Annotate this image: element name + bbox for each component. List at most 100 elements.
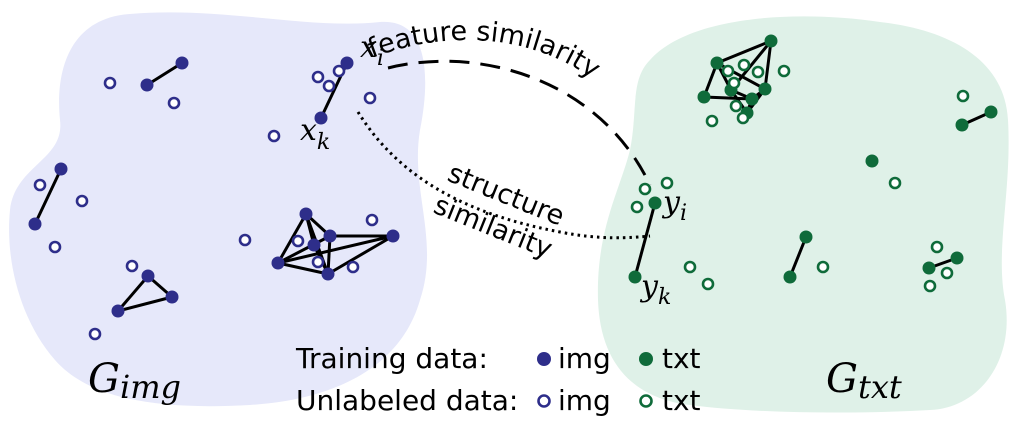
txt-graph-region: [597, 16, 1009, 413]
img-unlabeled-node: [48, 240, 62, 254]
txt-unlabeled-node: [940, 266, 954, 280]
txt-unlabeled-node: [956, 89, 970, 103]
img-unlabeled-node: [125, 259, 139, 273]
txt-unlabeled-node: [721, 64, 735, 78]
img-labeled-node: [321, 267, 335, 281]
img-unlabeled-node: [311, 70, 325, 84]
txt-unlabeled-node: [736, 111, 750, 125]
img-unlabeled-node: [33, 178, 47, 192]
txt-unlabeled-node: [816, 260, 830, 274]
img-labeled-node: [140, 78, 154, 92]
graph-edge: [277, 234, 394, 265]
txt-unlabeled-node: [638, 182, 652, 196]
legend-img-unlabeled-icon: [537, 394, 551, 408]
txt-labeled-node: [783, 270, 797, 284]
txt-unlabeled-node: [930, 240, 944, 254]
txt-graph-label: Gtxt: [826, 356, 902, 406]
graph-edge: [327, 234, 394, 276]
txt-labeled-node: [697, 90, 711, 104]
legend-img-labeled-icon: [537, 352, 551, 366]
txt-labeled-node: [865, 154, 879, 168]
img-unlabeled-node: [103, 76, 117, 90]
legend-txt-labeled-text: txt: [662, 342, 701, 375]
img-labeled-node: [165, 290, 179, 304]
txt-labeled-node: [955, 118, 969, 132]
txt-labeled-node: [764, 34, 778, 48]
legend-txt-unlabeled-icon: [639, 394, 653, 408]
txt-unlabeled-node: [888, 176, 902, 190]
img-unlabeled-node: [311, 255, 325, 269]
img-labeled-node: [54, 162, 68, 176]
img-labeled-node: [299, 207, 313, 221]
img-unlabeled-node: [267, 129, 281, 143]
txt-unlabeled-node: [660, 176, 674, 190]
img-unlabeled-node: [88, 327, 102, 341]
legend-img-labeled-text: img: [558, 342, 611, 375]
txt-unlabeled-node: [705, 114, 719, 128]
txt-labeled-node: [922, 261, 936, 275]
txt-unlabeled-node: [727, 76, 741, 90]
txt-labeled-node: [799, 230, 813, 244]
txt-labeled-node: [648, 196, 662, 210]
txt-labeled-node: [745, 92, 759, 106]
graph-edge: [117, 295, 173, 313]
txt-unlabeled-node: [701, 277, 715, 291]
img-labeled-node: [141, 269, 155, 283]
graph-nodes: [28, 34, 998, 341]
img-unlabeled-node: [322, 79, 336, 93]
graph-edge: [276, 213, 308, 264]
txt-unlabeled-node: [737, 58, 751, 72]
img-labeled-node: [307, 238, 321, 252]
txt-unlabeled-node: [729, 99, 743, 113]
txt-labeled-node: [710, 56, 724, 70]
legend-training-label: Training data:: [295, 342, 488, 375]
txt-unlabeled-node: [923, 279, 937, 293]
img-labeled-node: [175, 56, 189, 70]
img-unlabeled-node: [346, 260, 360, 274]
graph-edge: [633, 202, 657, 278]
img-labeled-node: [323, 229, 337, 243]
img-labeled-node: [340, 56, 354, 70]
legend-txt-unlabeled-text: txt: [662, 384, 701, 417]
img-unlabeled-node: [238, 233, 252, 247]
structure-similarity-arc: [356, 111, 651, 240]
txt-labeled-node: [758, 82, 772, 96]
img-unlabeled-node: [167, 96, 181, 110]
node-label-xk: xk: [300, 113, 330, 155]
graph-edge: [788, 236, 808, 278]
img-unlabeled-node: [75, 194, 89, 208]
txt-unlabeled-node: [751, 65, 765, 79]
legend: Training data: img txt Unlabeled data: i…: [295, 342, 701, 417]
graph-edge: [703, 95, 753, 101]
txt-unlabeled-node: [683, 260, 697, 274]
graph-edge: [763, 40, 773, 90]
node-label-yi: yi: [661, 185, 687, 226]
img-labeled-node: [386, 229, 400, 243]
feature-similarity-arc: [387, 59, 652, 186]
img-graph-label: Gimg: [88, 356, 181, 406]
img-labeled-node: [271, 256, 285, 270]
img-labeled-node: [111, 304, 125, 318]
node-label-yk: yk: [639, 269, 671, 310]
graph-edge: [716, 39, 772, 65]
legend-unlabeled-label: Unlabeled data:: [296, 384, 518, 417]
img-unlabeled-node: [291, 234, 305, 248]
img-labeled-node: [314, 111, 328, 125]
txt-unlabeled-node: [630, 200, 644, 214]
txt-labeled-node: [628, 270, 642, 284]
legend-txt-labeled-icon: [639, 352, 653, 366]
graph-edge: [116, 275, 150, 312]
txt-labeled-node: [984, 105, 998, 119]
txt-labeled-node: [950, 251, 964, 265]
legend-img-unlabeled-text: img: [558, 384, 611, 417]
graph-edge: [146, 61, 183, 87]
graph-edge: [33, 168, 63, 225]
graph-edge: [277, 261, 329, 276]
img-unlabeled-node: [365, 213, 379, 227]
img-labeled-node: [28, 217, 42, 231]
img-unlabeled-node: [363, 91, 377, 105]
img-unlabeled-node: [332, 64, 346, 78]
node-label-xi: xi: [360, 30, 384, 71]
graph-edge: [277, 234, 331, 265]
